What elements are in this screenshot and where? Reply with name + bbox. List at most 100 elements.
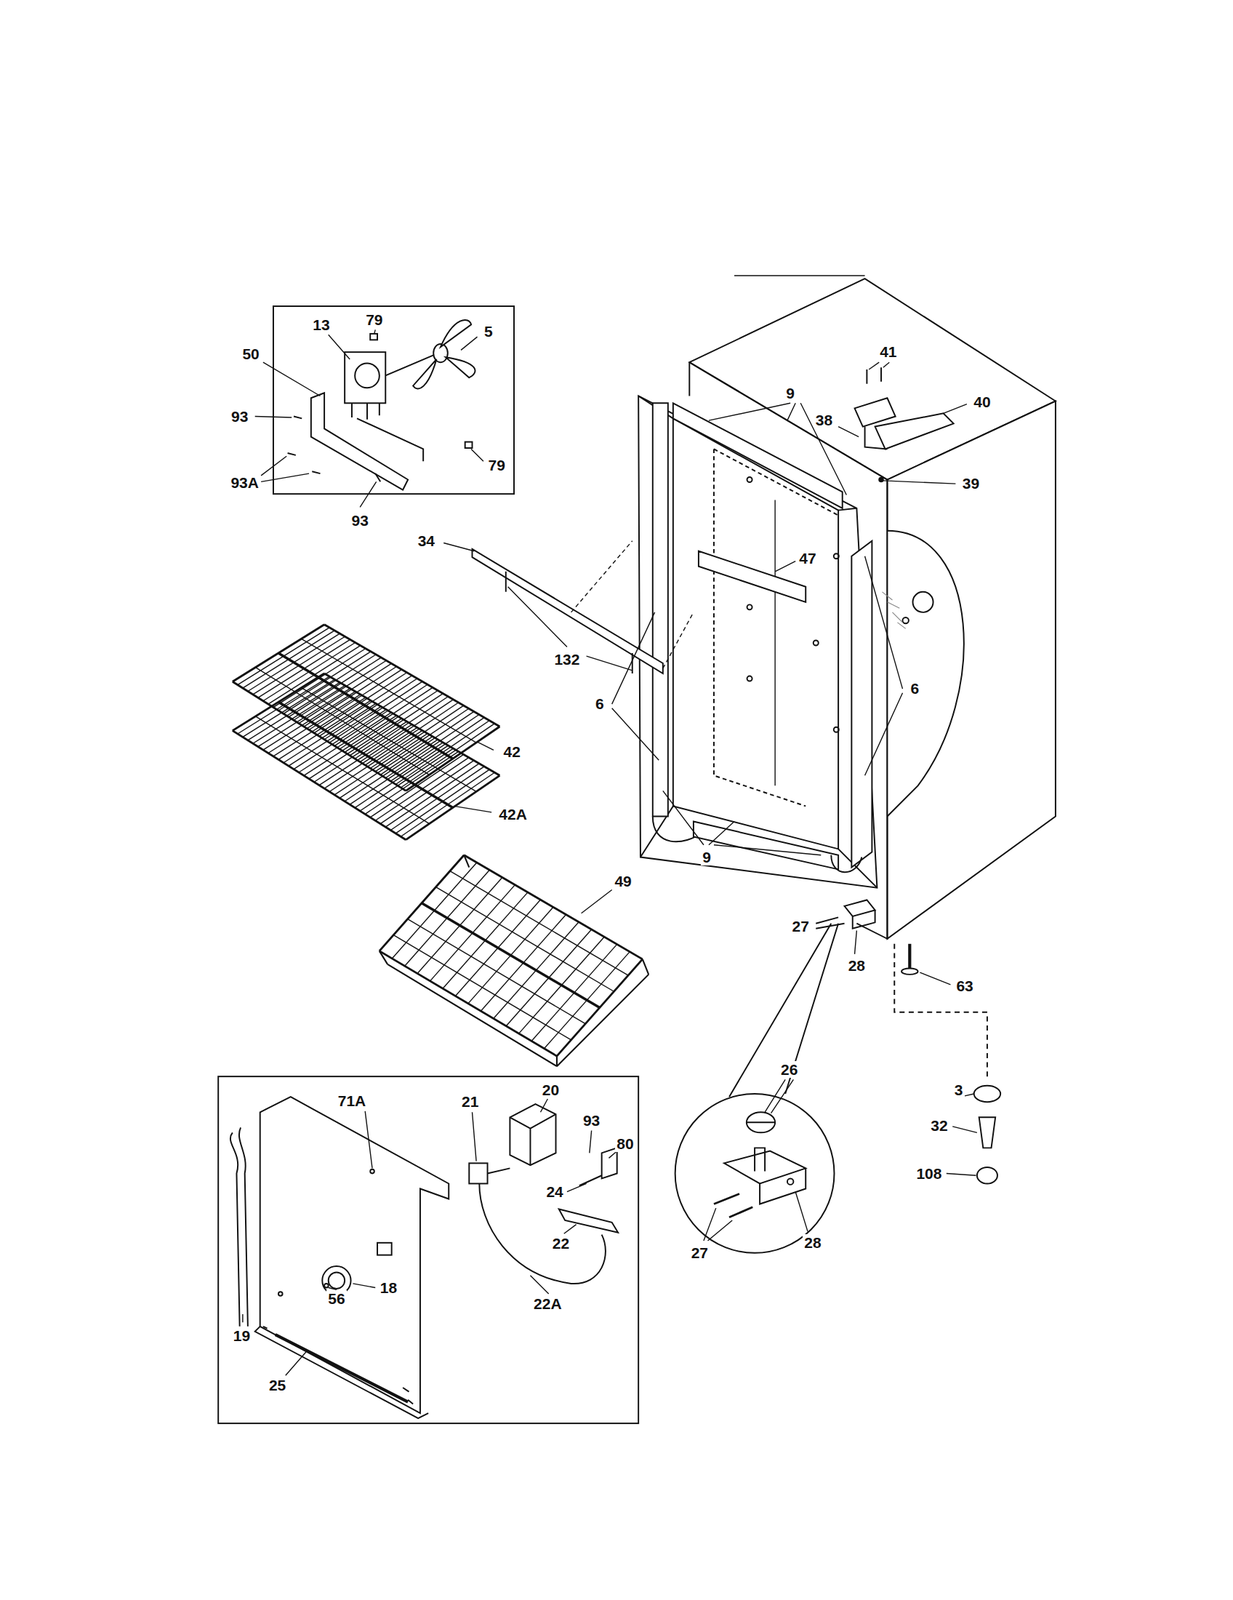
callout-number: 9 (784, 384, 797, 402)
callout-number: 27 (689, 1243, 710, 1261)
wire-basket (393, 934, 571, 1040)
wire-basket (387, 964, 557, 1066)
lower-hinge-and-leg (908, 943, 911, 970)
light-inset (579, 1174, 602, 1186)
callout-number: 6 (593, 695, 606, 712)
wire-basket (407, 918, 586, 1024)
lower-hinge-and-leg (815, 899, 1001, 1183)
callout-number: 39 (961, 474, 981, 492)
callout-number: 6 (908, 679, 921, 697)
cabinet (913, 591, 934, 613)
hinge-detail (713, 1193, 753, 1217)
leader-lines (242, 1313, 307, 1375)
top-hinge (875, 412, 954, 449)
light-inset (260, 1096, 450, 1413)
callout-number: 93 (229, 407, 250, 425)
leader-lines (663, 790, 821, 855)
light-inset (218, 1075, 639, 1423)
leader-lines (364, 1098, 616, 1168)
callout-number: 50 (240, 345, 261, 363)
shelf-rail (571, 540, 694, 669)
callout-number: 28 (802, 1233, 823, 1251)
light-inset (559, 1209, 618, 1233)
fan-inset (354, 363, 380, 389)
hinge-detail (746, 1111, 775, 1132)
callout-number: 63 (954, 977, 975, 994)
hinge-detail (746, 1121, 775, 1123)
fan-inset (370, 333, 378, 340)
fan-inset (287, 416, 381, 483)
leader-lines (612, 556, 903, 776)
leader-lines (946, 1093, 978, 1175)
fan-inset (273, 306, 514, 494)
callout-number: 22 (551, 1234, 571, 1252)
cabinet (886, 530, 964, 817)
callout-number: 79 (364, 311, 384, 328)
lower-hinge-and-leg (977, 1166, 998, 1183)
callout-number: 24 (544, 1182, 565, 1200)
door-liner-frame (747, 476, 753, 483)
callout-number: 21 (460, 1092, 480, 1110)
wire-basket (379, 950, 388, 965)
door-liner-frame (673, 402, 843, 508)
callout-number: 108 (914, 1164, 943, 1182)
wire-basket (556, 974, 649, 1066)
hinge-detail (787, 1177, 794, 1184)
callout-number: 5 (482, 322, 495, 340)
fan-inset (273, 306, 514, 494)
leader-lines (443, 542, 796, 670)
callout-number: 42 (502, 742, 522, 760)
door-liner-frame (833, 727, 839, 733)
callout-number: 18 (378, 1278, 399, 1296)
hinge-detail (729, 923, 839, 1097)
door-liner-frame (713, 448, 839, 806)
wire-shelf (301, 687, 477, 792)
light-inset (509, 1103, 556, 1165)
callout-number: 79 (486, 456, 506, 474)
callout-number: 19 (231, 1326, 252, 1344)
hinge-detail (675, 923, 839, 1253)
cabinet (688, 362, 690, 396)
wire-shelf (278, 701, 453, 807)
callout-number: 80 (615, 1134, 635, 1152)
light-inset (324, 1283, 329, 1288)
fan-inset (356, 418, 424, 461)
fan-inset (412, 319, 475, 389)
shelf-rail (472, 548, 664, 674)
leader-lines (260, 448, 484, 507)
lower-hinge-and-leg (894, 943, 988, 1080)
wire-shelf (255, 716, 429, 824)
light-inset (487, 1167, 511, 1173)
callout-number: 28 (846, 956, 867, 974)
light-inset (479, 1182, 606, 1284)
light-inset (370, 1169, 375, 1174)
door-liner-frame (638, 395, 877, 887)
door-liner-frame (638, 395, 906, 887)
top-hinge (854, 367, 954, 482)
callout-number: 93 (581, 1111, 602, 1129)
leader-lines (328, 1182, 587, 1294)
callout-number: 27 (790, 917, 811, 935)
top-hinge (878, 477, 884, 483)
leader-lines (838, 404, 967, 985)
lower-hinge-and-leg (815, 916, 845, 928)
hinge-detail (759, 1167, 806, 1204)
fan-inset (311, 392, 408, 490)
callout-number: 34 (416, 532, 437, 549)
fan-inset (351, 402, 380, 419)
leader-lines (703, 1078, 808, 1241)
callout-number: 41 (878, 343, 898, 360)
callout-number: 25 (267, 1376, 288, 1393)
door-liner-frame (652, 402, 669, 816)
wire-basket (421, 902, 600, 1008)
light-inset (218, 1075, 639, 1423)
shelf-rail (505, 571, 633, 674)
door-liner-frame (774, 500, 775, 786)
callout-number: 22A (532, 1294, 564, 1312)
callout-number: 49 (612, 872, 633, 890)
wire-shelves (232, 624, 649, 1066)
callout-number: 13 (311, 316, 331, 333)
light-inset (275, 1334, 408, 1402)
wire-basket (463, 854, 469, 868)
